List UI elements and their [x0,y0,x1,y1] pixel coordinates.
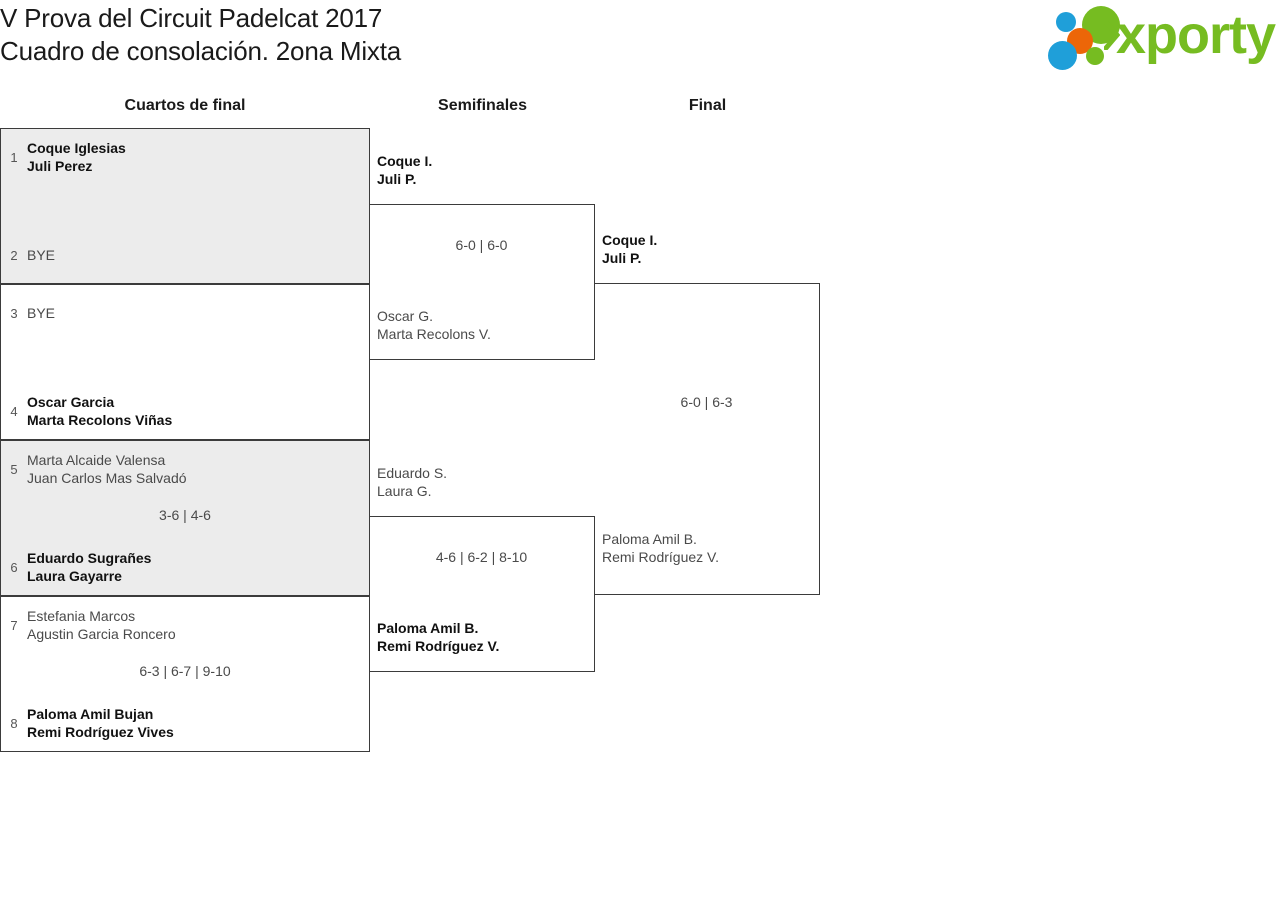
logo-chevron-icon [1104,20,1120,50]
player-name-1: BYE [27,247,56,263]
player-name-2: Remi Rodríguez V. [602,549,719,565]
player-name-1: Eduardo Sugrañes [27,550,152,566]
match-quarterfinal-1[interactable]: 1 Coque Iglesias Juli Perez 2 BYE [0,128,370,284]
player-name-2: Juli P. [377,171,417,187]
player-name-2: Marta Recolons Viñas [27,412,173,428]
seed-number: 5 [10,461,18,477]
match-competitor-top[interactable]: Coque I. Juli P. [377,148,595,192]
competitor-names: BYE [27,304,55,322]
seed-number: 1 [10,149,18,165]
page-header: V Prova del Circuit Padelcat 2017 Cuadro… [0,0,1280,78]
competitor-names: Paloma Amil B. Remi Rodríguez V. [602,530,719,566]
round-header-semifinals: Semifinales [438,97,527,114]
player-name-2: Remi Rodríguez Vives [27,724,174,740]
player-name-2: Marta Recolons V. [377,326,491,342]
competitor-names: BYE [27,246,55,264]
page-title: V Prova del Circuit Padelcat 2017 Cuadro… [0,2,401,68]
player-name-1: Marta Alcaide Valensa [27,452,166,468]
match-competitor-top[interactable]: 5 Marta Alcaide Valensa Juan Carlos Mas … [1,447,369,491]
competitor-names: Estefania Marcos Agustin Garcia Roncero [27,607,176,643]
match-competitor-top[interactable]: Coque I. Juli P. [602,227,820,271]
competitor-names: Oscar Garcia Marta Recolons Viñas [27,393,172,429]
player-name-1: Oscar Garcia [27,394,115,410]
competitor-names: Coque I. Juli P. [377,152,432,188]
match-competitor-top[interactable]: Eduardo S. Laura G. [377,460,595,504]
match-competitor-top[interactable]: 3 BYE [1,291,369,335]
player-name-2: Juan Carlos Mas Salvadó [27,470,187,486]
logo-dot-green-small-icon [1086,47,1104,65]
match-competitor-top[interactable]: 1 Coque Iglesias Juli Perez [1,135,369,179]
competitor-names: Eduardo Sugrañes Laura Gayarre [27,549,151,585]
match-competitor-bottom[interactable]: 6 Eduardo Sugrañes Laura Gayarre [1,545,369,589]
match-competitor-top[interactable]: 7 Estefania Marcos Agustin Garcia Roncer… [1,603,369,647]
tournament-subtitle: Cuadro de consolación. 2ona Mixta [0,36,401,66]
round-header-quarterfinals: Cuartos de final [124,97,246,114]
seed-number: 8 [10,715,18,731]
competitor-names: Paloma Amil Bujan Remi Rodríguez Vives [27,705,174,741]
match-competitor-bottom[interactable]: Oscar G. Marta Recolons V. [377,303,595,347]
match-score: 6-3 | 6-7 | 9-10 [139,663,231,679]
seed-number: 7 [10,617,18,633]
competitor-names: Coque Iglesias Juli Perez [27,139,126,175]
competitor-names: Marta Alcaide Valensa Juan Carlos Mas Sa… [27,451,187,487]
player-name-1: Paloma Amil Bujan [27,706,154,722]
logo-dot-blue-large-icon [1048,41,1077,70]
match-competitor-bottom[interactable]: 2 BYE [1,233,369,277]
match-competitor-bottom[interactable]: 8 Paloma Amil Bujan Remi Rodríguez Vives [1,701,369,745]
match-score: 3-6 | 4-6 [159,507,211,523]
player-name-2: Agustin Garcia Roncero [27,626,176,642]
player-name-1: Oscar G. [377,308,434,324]
tournament-name: V Prova del Circuit Padelcat 2017 [0,3,383,33]
competitor-names: Paloma Amil B. Remi Rodríguez V. [377,619,499,655]
match-score: 6-0 | 6-0 [455,237,508,253]
round-header-final: Final [688,97,727,114]
player-name-1: Paloma Amil B. [377,620,479,636]
match-score: 4-6 | 6-2 | 8-10 [435,549,528,565]
player-name-1: Paloma Amil B. [602,531,697,547]
xporty-logo[interactable]: xporty [1048,4,1276,70]
player-name-2: Laura G. [377,483,432,499]
logo-dots-icon [1048,6,1122,70]
competitor-names: Coque I. Juli P. [602,231,657,267]
competitor-names: Oscar G. Marta Recolons V. [377,307,491,343]
match-competitor-bottom[interactable]: Paloma Amil B. Remi Rodríguez V. [602,526,820,570]
match-quarterfinal-2[interactable]: 3 BYE 4 Oscar Garcia Marta Recolons Viña… [0,284,370,440]
player-name-1: BYE [27,305,56,321]
logo-wordmark: xporty [1116,5,1276,65]
match-score: 6-0 | 6-3 [680,394,733,410]
match-semifinal-1[interactable]: Coque I. Juli P. 6-0 | 6-0 Oscar G. Mart… [370,153,595,360]
seed-number: 2 [10,247,18,263]
player-name-2: Laura Gayarre [27,568,122,584]
seed-number: 3 [10,305,18,321]
competitor-names: Eduardo S. Laura G. [377,464,447,500]
player-name-1: Coque I. [377,153,433,169]
logo-dot-blue-small-icon [1056,12,1076,32]
seed-number: 4 [10,403,18,419]
match-semifinal-2[interactable]: Eduardo S. Laura G. 4-6 | 6-2 | 8-10 Pal… [370,465,595,672]
player-name-1: Eduardo S. [377,465,448,481]
match-competitor-bottom[interactable]: 4 Oscar Garcia Marta Recolons Viñas [1,389,369,433]
match-competitor-bottom[interactable]: Paloma Amil B. Remi Rodríguez V. [377,615,595,659]
match-quarterfinal-3[interactable]: 5 Marta Alcaide Valensa Juan Carlos Mas … [0,440,370,596]
match-final[interactable]: Coque I. Juli P. 6-0 | 6-3 Paloma Amil B… [595,232,820,595]
player-name-2: Remi Rodríguez V. [377,638,500,654]
player-name-1: Coque Iglesias [27,140,126,156]
player-name-1: Coque I. [602,232,658,248]
player-name-1: Estefania Marcos [27,608,136,624]
seed-number: 6 [10,559,18,575]
player-name-2: Juli Perez [27,158,93,174]
player-name-2: Juli P. [602,250,642,266]
match-quarterfinal-4[interactable]: 7 Estefania Marcos Agustin Garcia Roncer… [0,596,370,752]
